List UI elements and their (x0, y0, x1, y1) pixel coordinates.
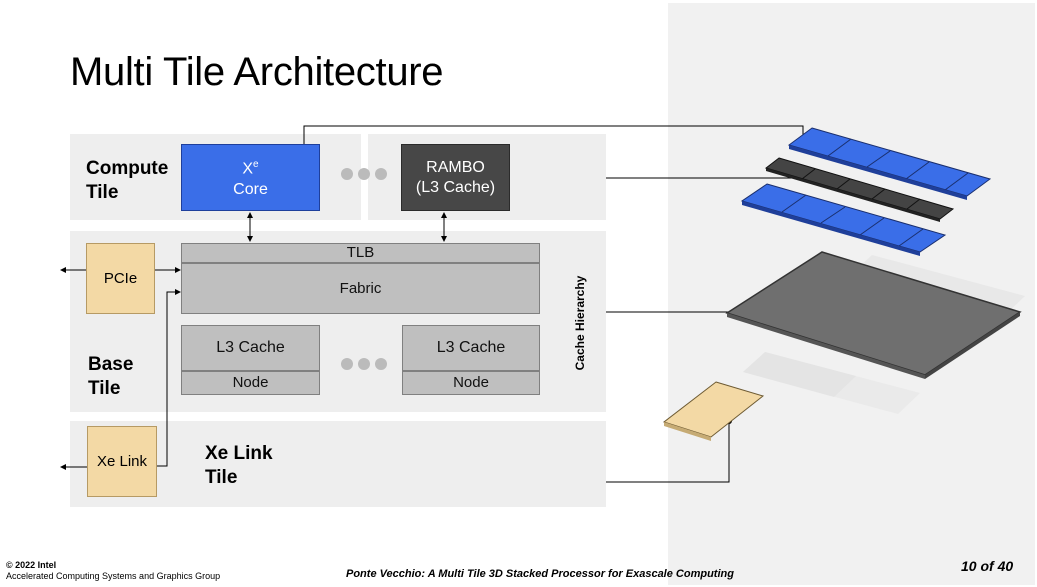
node-left: Node (181, 371, 320, 395)
xe-link-fabric-arrow (157, 289, 181, 467)
slide-title: Multi Tile Architecture (70, 50, 444, 94)
page-number: 10 of 40 (961, 558, 1014, 574)
rambo-box: RAMBO (L3 Cache) (401, 144, 510, 211)
rambo-strip (764, 157, 955, 222)
tlb-box: TLB (181, 243, 540, 263)
footer-copyright: © 2022 Intel (6, 560, 57, 570)
pcie-box: PCIe (86, 243, 155, 314)
footer-paper-title: Ponte Vecchio: A Multi Tile 3D Stacked P… (346, 568, 734, 580)
base-ellipsis-dots (341, 358, 387, 370)
compute-ellipsis-dots (341, 168, 387, 180)
fabric-box: Fabric (181, 263, 540, 314)
xe-core-box: Xe Core (181, 144, 320, 211)
lower-blue-stack (740, 183, 947, 256)
upper-blue-stack (787, 127, 992, 200)
base-tile-label: Base Tile (88, 354, 134, 399)
l3-cache-right: L3 Cache (402, 325, 540, 371)
xe-link-tile-band (70, 421, 606, 507)
xe-link-tile-label: Xe Link Tile (205, 443, 273, 488)
xe-link-box: Xe Link (87, 426, 157, 497)
l3-cache-left: L3 Cache (181, 325, 320, 371)
footer-group: Accelerated Computing Systems and Graphi… (6, 571, 221, 581)
node-right: Node (402, 371, 540, 395)
compute-tile-label: Compute Tile (86, 158, 169, 203)
